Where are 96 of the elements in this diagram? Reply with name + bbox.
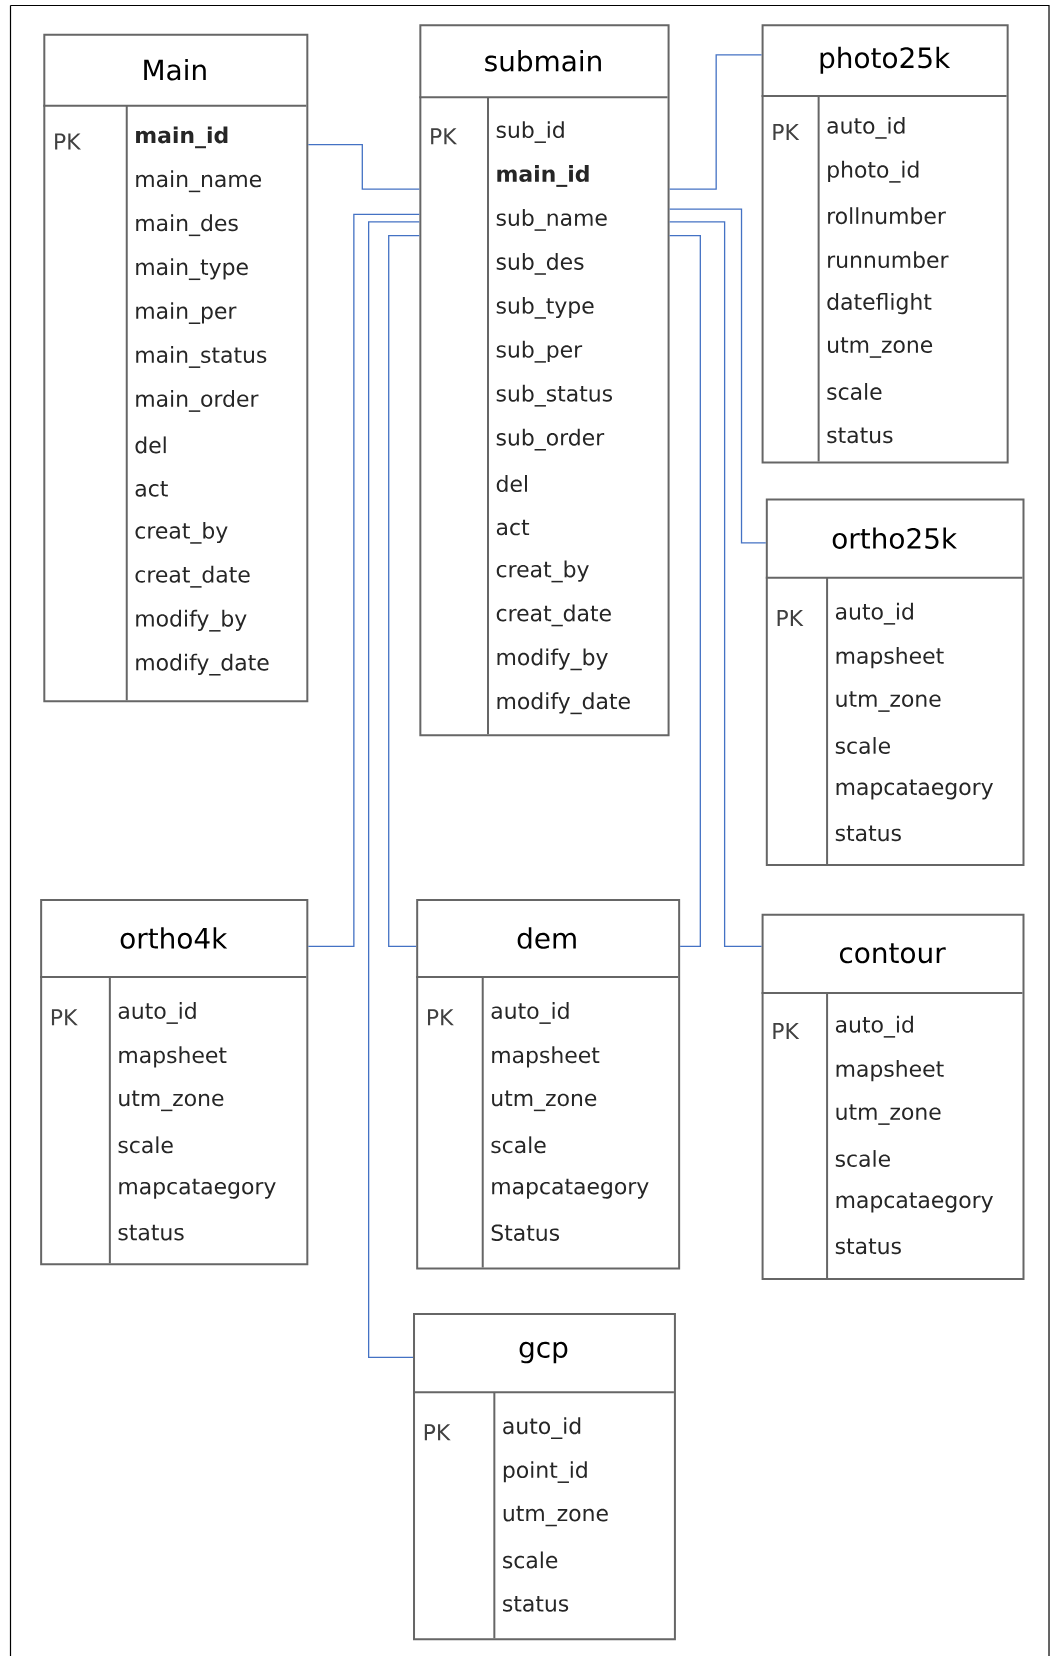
field-name: status [835, 825, 901, 842]
field-name: sub_status [496, 384, 612, 407]
connector-line [668, 234, 701, 948]
field-name: scale [827, 383, 882, 400]
field-name: main_per [136, 302, 237, 324]
connector-line [668, 54, 763, 190]
field-name: mapcataegory [836, 1192, 993, 1213]
field-name: modify_date [497, 692, 630, 715]
field-name: sub_name [496, 209, 607, 231]
key-label: PK [773, 124, 800, 141]
field-name: act [135, 481, 168, 497]
key-label: PK [777, 609, 804, 626]
connector-line [307, 213, 420, 948]
field-name: scale [835, 1150, 890, 1168]
table-title: ortho4k [120, 927, 228, 949]
field-name: auto_id [491, 1002, 569, 1024]
connector-line [307, 144, 420, 190]
connector-line [368, 221, 420, 1358]
field-name: act [496, 519, 530, 536]
field-name: scale [503, 1551, 558, 1569]
table-title: gcp [519, 1341, 568, 1364]
table-title: contour [839, 943, 946, 964]
field-name: status [503, 1596, 569, 1612]
table-title: Main [144, 58, 206, 81]
field-name: utm_zone [836, 691, 941, 712]
field-name: status [118, 1224, 184, 1241]
field-name: photo_id [828, 160, 919, 183]
connector-line [388, 234, 420, 948]
field-name: utm_zone [492, 1090, 597, 1112]
field-name: main_id [136, 126, 228, 149]
key-label: PK [773, 1022, 800, 1039]
field-name: status [835, 1238, 901, 1255]
field-name: Status [491, 1224, 560, 1241]
table-title: photo25k [820, 46, 951, 74]
field-name: scale [835, 737, 890, 754]
field-name: dateflight [827, 292, 932, 315]
field-name: main_type [136, 258, 248, 281]
field-name: auto_id [827, 116, 905, 139]
table [764, 498, 1025, 867]
field-name: mapsheet [492, 1046, 600, 1068]
key-label: PK [51, 1009, 78, 1026]
field-name: rollnumber [828, 207, 946, 225]
field-name: creat_by [135, 521, 228, 544]
table-title: submain [485, 49, 601, 72]
field-name: status [827, 427, 893, 444]
table [415, 898, 681, 1270]
field-name: mapsheet [836, 647, 944, 669]
table-title: dem [517, 927, 576, 949]
field-name: main_id [497, 165, 589, 187]
field-name: main_status [136, 346, 267, 368]
connector-line [668, 208, 767, 544]
table [760, 913, 1025, 1281]
field-name: utm_zone [503, 1505, 608, 1527]
field-name: sub_id [496, 121, 564, 143]
field-name: sub_order [496, 428, 605, 451]
table [418, 24, 670, 737]
connector-line [668, 221, 763, 948]
field-name: modify_by [136, 609, 247, 632]
field-name: scale [491, 1136, 546, 1154]
field-name: modify_date [136, 653, 269, 676]
field-name: creat_by [496, 560, 589, 583]
field-name: sub_type [496, 296, 594, 319]
table-title: ortho25k [832, 527, 957, 549]
field-name: sub_des [496, 252, 584, 275]
field-name: main_des [136, 214, 238, 237]
field-name: auto_id [835, 1015, 913, 1038]
field-name: mapsheet [119, 1046, 227, 1068]
key-label: PK [55, 133, 81, 150]
key-label: PK [424, 1424, 451, 1441]
field-name: main_name [136, 170, 262, 193]
key-label: PK [431, 128, 458, 145]
field-name: del [496, 475, 527, 493]
table [39, 898, 309, 1266]
field-name: mapcataegory [492, 1178, 649, 1199]
table [760, 24, 1009, 464]
field-name: point_id [503, 1461, 587, 1483]
field-name: mapsheet [836, 1060, 944, 1082]
table [412, 1313, 676, 1641]
key-label: PK [428, 1009, 454, 1026]
field-name: utm_zone [119, 1090, 224, 1112]
field-name: mapcataegory [119, 1178, 276, 1199]
field-name: del [135, 436, 166, 454]
field-name: auto_id [503, 1417, 581, 1439]
field-name: runnumber [828, 251, 949, 269]
field-name: auto_id [835, 602, 913, 625]
table [42, 33, 309, 703]
field-name: utm_zone [836, 1104, 941, 1125]
field-name: scale [118, 1136, 173, 1154]
field-name: mapcataegory [836, 779, 993, 800]
field-name: sub_per [496, 340, 583, 363]
field-name: auto_id [118, 1002, 196, 1024]
field-name: creat_date [496, 604, 611, 627]
field-name: main_order [136, 390, 259, 412]
field-name: creat_date [135, 565, 250, 588]
field-name: utm_zone [828, 337, 933, 358]
field-name: modify_by [497, 648, 608, 671]
